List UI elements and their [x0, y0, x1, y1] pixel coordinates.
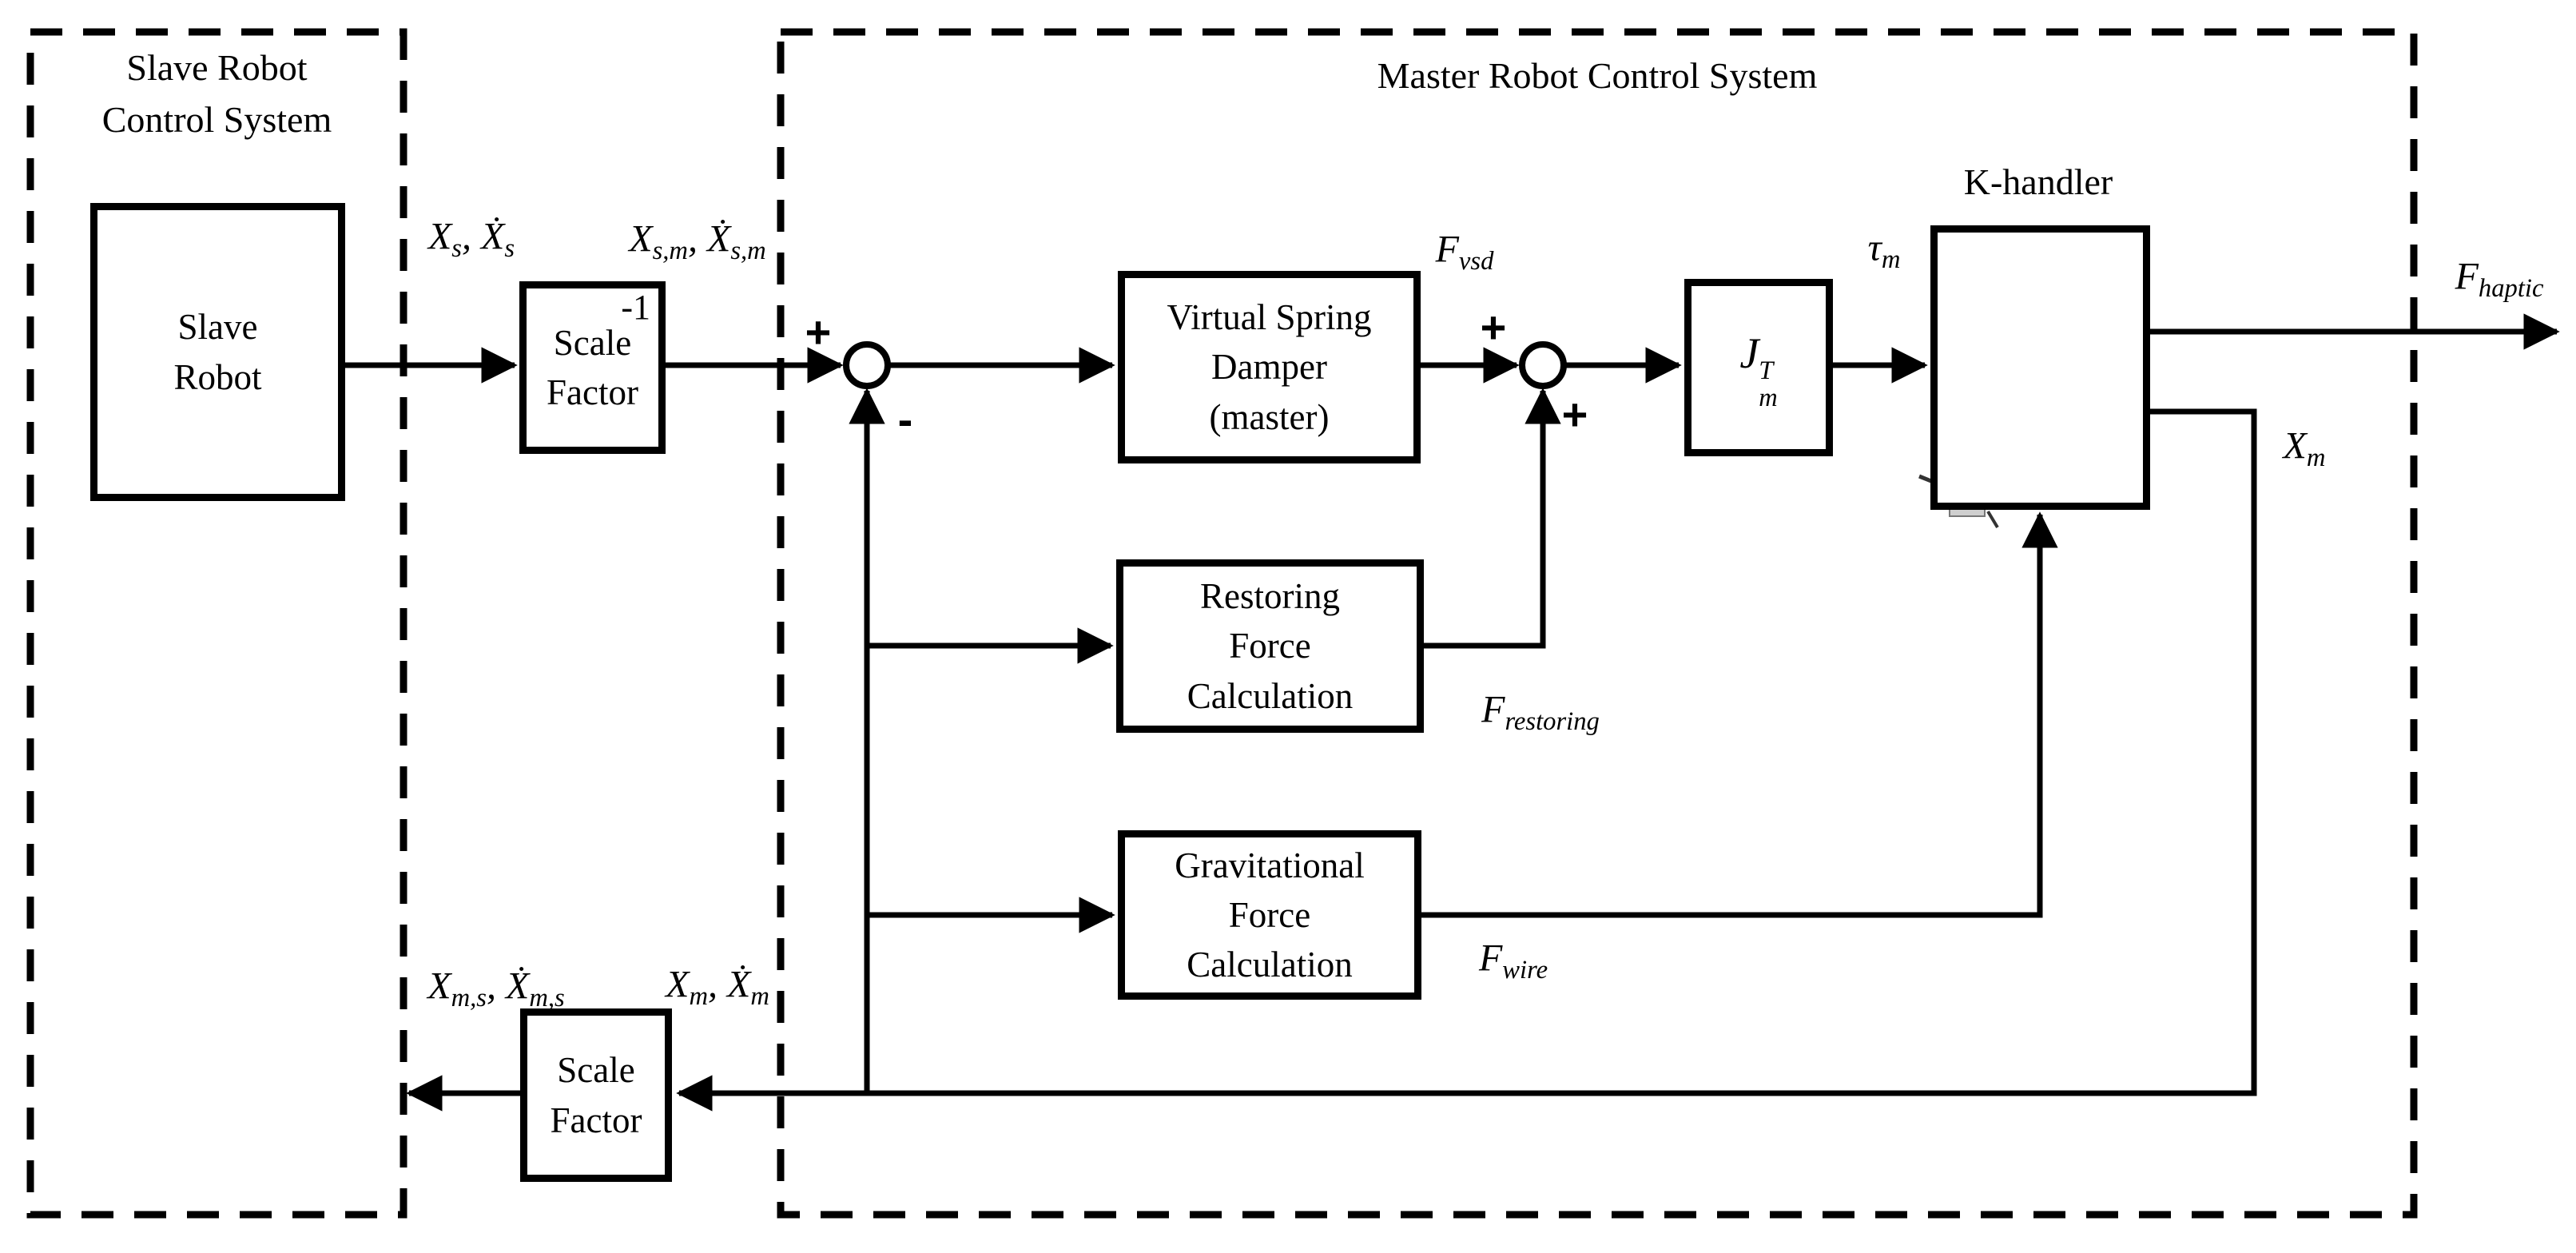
wire-fwire-to-khandler	[1421, 511, 2058, 918]
jacobian-superscript: T	[1759, 356, 1774, 386]
k-handler-label: K-handler	[1963, 161, 2113, 202]
master-system-title: Master Robot Control System	[1377, 55, 1818, 96]
summing-junction-2	[1519, 341, 1567, 389]
signal-xm-label: Xm	[2283, 424, 2326, 473]
signal-fvsd-label: Fvsd	[1435, 228, 1494, 276]
signal-xs-label: Xs, Ẋs	[427, 215, 515, 264]
master-boundary	[777, 28, 2418, 1219]
junction1-minus-sign: -	[897, 394, 913, 444]
wire-xm-feedback	[676, 408, 2257, 1112]
signal-xsm-label: Xs,m, Ẋs,m	[629, 217, 766, 266]
signal-fhaptic-label: Fhaptic	[2455, 255, 2544, 304]
junction2-plus-left-sign: +	[1480, 302, 1507, 352]
slave-boundary	[26, 28, 407, 1219]
junction1-plus-sign: +	[805, 307, 832, 357]
jacobian-subscript: m	[1759, 384, 1778, 413]
signal-xms-label: Xm,s, Ẋm,s	[427, 965, 565, 1013]
junction2-plus-bottom-sign: +	[1561, 389, 1588, 440]
wire-restoring-to-junction2	[1424, 388, 1561, 649]
signal-lines	[345, 313, 2560, 1112]
signal-fwire-label: Fwire	[1478, 937, 1548, 985]
jacobian-base: J	[1739, 328, 1759, 377]
scale-factor-exponent: -1	[621, 288, 650, 327]
signal-xm-dot-label: Xm, Ẋm	[666, 963, 769, 1012]
summing-junction-1	[843, 341, 891, 389]
signal-frestoring-label: Frestoring	[1481, 688, 1600, 737]
signal-tau-m-label: τm	[1867, 226, 1901, 275]
k-handler-block	[1930, 225, 2150, 510]
